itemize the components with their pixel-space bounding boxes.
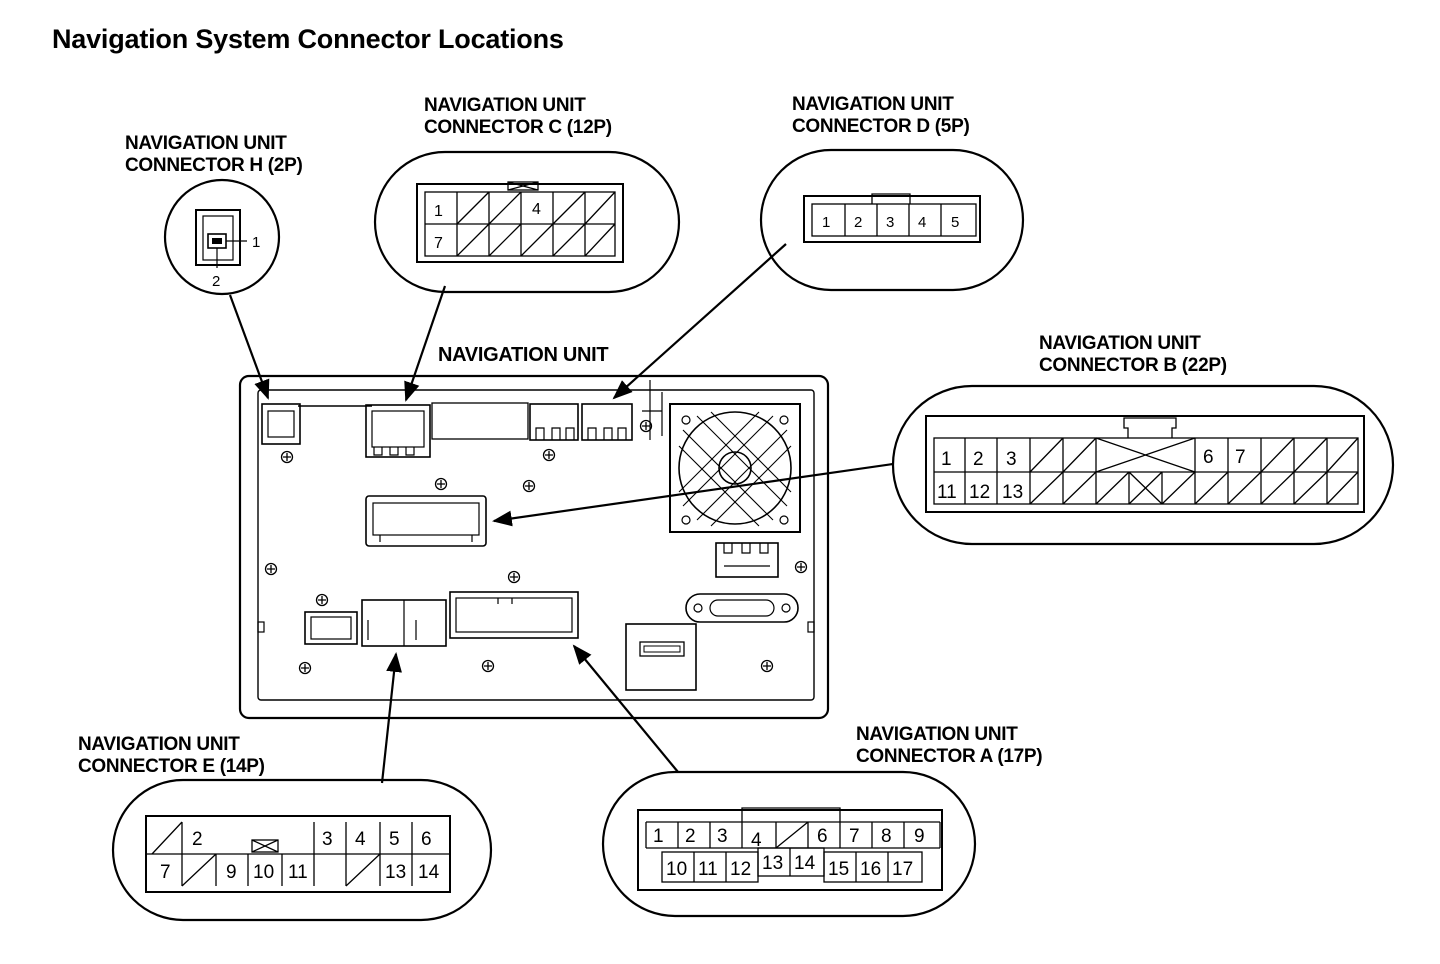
connector-d-pin: 2 [854,214,862,231]
connector-c-label-line2: CONNECTOR C (12P) [424,117,612,138]
connector-e-pin: 5 [389,829,400,850]
connector-a-pin: 3 [717,826,728,847]
connector-a-pin: 14 [794,853,816,874]
connector-a-pin: 17 [892,859,913,880]
connector-b-callout: 1 2 3 6 7 11 12 13 [891,384,1395,546]
connector-b-pin: 6 [1203,447,1214,468]
connector-c-pin: 4 [532,201,541,218]
connector-a-pin: 8 [881,826,892,847]
connector-h-label-line1: NAVIGATION UNIT [125,133,287,154]
connector-c-pin: 7 [434,235,443,252]
connector-d-pin: 5 [951,214,959,231]
unit-connector-small-1 [529,403,579,441]
connector-a-pin: 4 [751,830,762,851]
connector-e-callout: 2 3 4 5 6 7 9 10 11 13 14 [111,778,493,922]
connector-e-label-line1: NAVIGATION UNIT [78,734,240,755]
connector-b-pin: 7 [1235,447,1246,468]
connector-a-label-line2: CONNECTOR A (17P) [856,746,1043,767]
connector-e-label-line2: CONNECTOR E (14P) [78,756,265,777]
connector-h-pin: 2 [212,273,220,290]
leader-arrows [228,243,894,784]
connector-b-pin: 1 [941,449,952,470]
connector-a-pin: 15 [828,859,849,880]
connector-b-pin: 2 [973,449,984,470]
arrow-connector-h [228,294,270,400]
connector-e-pin: 6 [421,829,432,850]
connector-a-pin: 7 [849,826,860,847]
connector-d-pin: 1 [822,214,830,231]
connector-d-label-line1: NAVIGATION UNIT [792,94,954,115]
connector-h-callout: 1 2 [163,178,281,296]
connector-c-label: NAVIGATION UNIT CONNECTOR C (12P) [424,95,612,139]
connector-d-pin: 4 [918,214,926,231]
connector-h-label: NAVIGATION UNIT CONNECTOR H (2P) [125,133,303,177]
unit-connector-right [715,542,779,578]
connector-b-label-line1: NAVIGATION UNIT [1039,333,1201,354]
connector-a-pin: 12 [730,859,751,880]
connector-a-pin: 9 [914,826,925,847]
connector-a-callout: 1 2 3 4 6 7 8 9 10 11 12 13 14 15 16 17 [601,770,977,918]
connector-a-pin: 6 [817,826,828,847]
connector-b-pin: 3 [1006,449,1017,470]
mounting-screws [264,419,808,675]
unit-connector-d [581,403,633,441]
connector-a-pin: 2 [685,826,696,847]
connector-b-pin: 11 [937,482,957,503]
connector-d-label: NAVIGATION UNIT CONNECTOR D (5P) [792,94,970,138]
page-title: Navigation System Connector Locations [52,24,564,54]
arrow-connector-c [404,285,447,402]
connector-b-label-line2: CONNECTOR B (22P) [1039,355,1227,376]
connector-h-pin: 1 [252,234,260,251]
connector-e-pin: 7 [160,862,171,883]
connector-e-pin: 2 [192,829,203,850]
connector-e-pin: 10 [253,862,274,883]
connector-c-callout: 1 4 7 [373,150,681,294]
unit-connector-a [449,591,579,639]
connector-a-label: NAVIGATION UNIT CONNECTOR A (17P) [856,724,1043,768]
connector-e-pin: 9 [226,862,237,883]
unit-connector-c [365,404,431,458]
connector-e-pin: 4 [355,829,366,850]
connector-e-pin: 13 [385,862,406,883]
arrow-connector-d [612,243,787,400]
connector-d-label-line2: CONNECTOR D (5P) [792,116,970,137]
connector-e-pin: 14 [418,862,440,883]
unit-connector-h [261,403,301,445]
connector-c-label-line1: NAVIGATION UNIT [424,95,586,116]
unit-connector-small-2 [304,611,358,645]
connector-a-pin: 11 [698,859,718,880]
connector-a-pin: 10 [666,859,687,880]
arrow-connector-e [380,652,402,784]
navigation-unit-label: NAVIGATION UNIT [438,344,609,366]
connector-c-pin: 1 [434,203,443,220]
arrow-connector-a [572,644,679,773]
connector-d-pin: 3 [886,214,894,231]
connector-b-label: NAVIGATION UNIT CONNECTOR B (22P) [1039,333,1227,377]
oval-port [685,593,799,623]
connector-b-pin: 13 [1002,482,1023,503]
connector-e-pin: 11 [288,862,308,883]
connector-d-callout: 1 2 3 4 5 [759,148,1025,292]
unit-module [625,623,697,691]
connector-b-pin: 12 [969,482,990,503]
unit-connector-b [365,495,487,547]
arrow-connector-b [492,462,894,527]
connector-a-pin: 16 [860,859,881,880]
connector-a-label-line1: NAVIGATION UNIT [856,724,1018,745]
connector-a-pin: 13 [762,853,783,874]
unit-connector-e [361,599,447,647]
navigation-unit-body [238,374,830,720]
connector-a-pin: 1 [653,826,664,847]
connector-e-label: NAVIGATION UNIT CONNECTOR E (14P) [78,734,265,778]
connector-e-pin: 3 [322,829,333,850]
connector-h-label-line2: CONNECTOR H (2P) [125,155,303,176]
cooling-fan [669,403,801,533]
